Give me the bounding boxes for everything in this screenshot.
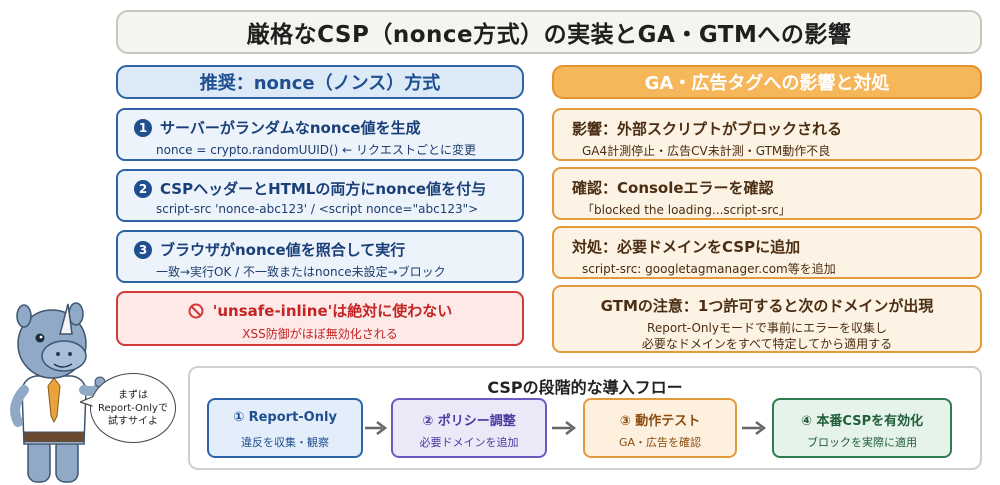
nonce-method-header: 推奨：nonce（ノンス）方式 bbox=[116, 65, 524, 99]
speech-line: Report-Onlyで bbox=[98, 402, 168, 414]
flow-step-label: ④ 本番CSPを有効化 bbox=[800, 414, 924, 429]
step-subtext: 一致→実行OK / 不一致またはnonce未設定→ブロック bbox=[156, 265, 446, 279]
flow-step-report-only: ① Report-Only 違反を収集・観察 bbox=[207, 398, 363, 458]
warning-title: 'unsafe-inline'は絶対に使わない bbox=[212, 302, 453, 320]
warning-subtext: XSS防御がほぼ無効化される bbox=[242, 327, 398, 341]
step-subtext: nonce = crypto.randomUUID() ← リクエストごとに変更 bbox=[156, 143, 477, 157]
speech-line: 試すサイよ bbox=[108, 415, 158, 427]
card-subtext: GA4計測停止・広告CV未計測・GTM動作不良 bbox=[582, 144, 831, 158]
card-subtext: Report-Onlyモードで事前にエラーを収集し bbox=[647, 321, 887, 335]
arrow-right-icon bbox=[365, 421, 388, 435]
step-subtext: script-src 'nonce-abc123' / <script nonc… bbox=[156, 202, 479, 216]
unsafe-inline-warning: 'unsafe-inline'は絶対に使わない XSS防御がほぼ無効化される bbox=[116, 291, 524, 346]
gtm-caution-card: GTMの注意：1つ許可すると次のドメインが出現 Report-Onlyモードで事… bbox=[552, 285, 982, 353]
card-subtext: 「blocked the loading...script-src」 bbox=[582, 203, 791, 217]
flow-step-testing: ③ 動作テスト GA・広告を確認 bbox=[583, 398, 737, 458]
page-title: 厳格なCSP（nonce方式）の実装とGA・GTMへの影響 bbox=[116, 10, 982, 54]
step-number-badge: 1 bbox=[134, 118, 152, 137]
flow-step-sub: 違反を収集・観察 bbox=[241, 436, 329, 449]
speech-bubble: まずは Report-Onlyで 試すサイよ bbox=[90, 373, 176, 443]
flow-step-label: ③ 動作テスト bbox=[619, 414, 701, 429]
flow-step-sub: GA・広告を確認 bbox=[618, 436, 702, 449]
check-card: 確認：Consoleエラーを確認 「blocked the loading...… bbox=[552, 167, 982, 220]
arrow-right-icon bbox=[552, 421, 577, 435]
nonce-step-2: 2 CSPヘッダーとHTMLの両方にnonce値を付与 script-src 'n… bbox=[116, 169, 524, 222]
speech-line: まずは bbox=[118, 389, 148, 401]
step-title: ブラウザがnonce値を照合して実行 bbox=[160, 241, 406, 259]
speech-bubble-tail bbox=[80, 396, 94, 407]
ga-impact-header: GA・広告タグへの影響と対処 bbox=[552, 65, 982, 99]
card-title: GTMの注意：1つ許可すると次のドメインが出現 bbox=[600, 297, 934, 315]
step-number-badge: 3 bbox=[134, 240, 152, 259]
nonce-step-3: 3 ブラウザがnonce値を照合して実行 一致→実行OK / 不一致またはnonc… bbox=[116, 230, 524, 283]
prohibited-icon bbox=[188, 303, 204, 318]
rhino-mascot-illustration bbox=[10, 302, 106, 483]
flow-step-production: ④ 本番CSPを有効化 ブロックを実際に適用 bbox=[772, 398, 952, 458]
card-title: 確認：Consoleエラーを確認 bbox=[572, 179, 774, 197]
flow-step-label: ② ポリシー調整 bbox=[422, 414, 516, 429]
card-subtext: script-src: googletagmanager.com等を追加 bbox=[582, 262, 836, 276]
arrow-right-icon bbox=[742, 421, 767, 435]
impact-card: 影響：外部スクリプトがブロックされる GA4計測停止・広告CV未計測・GTM動作… bbox=[552, 108, 982, 161]
card-subtext-2: 必要なドメインをすべて特定してから適用する bbox=[641, 337, 893, 351]
flow-title: CSPの段階的な導入フロー bbox=[487, 378, 683, 397]
card-title: 影響：外部スクリプトがブロックされる bbox=[572, 120, 843, 138]
step-title: サーバーがランダムなnonce値を生成 bbox=[160, 119, 421, 137]
flow-step-policy-adjust: ② ポリシー調整 必要ドメインを追加 bbox=[391, 398, 547, 458]
flow-step-sub: ブロックを実際に適用 bbox=[807, 436, 917, 449]
card-title: 対処：必要ドメインをCSPに追加 bbox=[572, 238, 801, 256]
step-number-badge: 2 bbox=[134, 179, 152, 198]
fix-card: 対処：必要ドメインをCSPに追加 script-src: googletagma… bbox=[552, 226, 982, 279]
step-title: CSPヘッダーとHTMLの両方にnonce値を付与 bbox=[160, 180, 487, 198]
nonce-step-1: 1 サーバーがランダムなnonce値を生成 nonce = crypto.rand… bbox=[116, 108, 524, 161]
rollout-flow: CSPの段階的な導入フロー ① Report-Only 違反を収集・観察 ② ポ… bbox=[188, 366, 982, 470]
flow-step-label: ① Report-Only bbox=[233, 410, 337, 425]
flow-step-sub: 必要ドメインを追加 bbox=[419, 436, 519, 449]
